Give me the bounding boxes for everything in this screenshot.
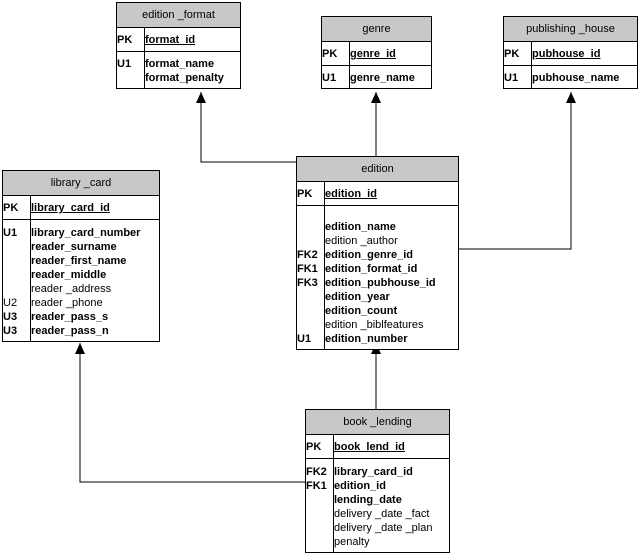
attributes-row: U1 format_name format_penalty: [117, 52, 240, 88]
attribute-name: edition_genre_id: [325, 249, 414, 261]
edition-format-arrowhead: [196, 92, 206, 103]
attribute-key: U1: [117, 58, 132, 70]
attribute-name: edition _author: [325, 235, 398, 247]
attribute-name: edition_count: [325, 305, 398, 317]
attribute-key: FK1: [306, 480, 327, 492]
attribute-key: U1: [322, 72, 337, 84]
edition-format-table[interactable]: edition _format PK format_id U1 format_n…: [116, 2, 241, 89]
pk-label: PK: [3, 202, 19, 214]
attribute-key: U3: [3, 325, 18, 337]
lending-to-card-link: [79, 343, 305, 483]
attribute-name: library_card_number: [31, 227, 141, 239]
card-arrowhead: [75, 343, 85, 354]
attribute-key: FK1: [297, 263, 318, 275]
table-header: library _card: [3, 171, 159, 196]
pk-row: PK pubhouse_id: [504, 42, 637, 66]
publishing-house-table[interactable]: publishing _house PK pubhouse_id U1 pubh…: [503, 16, 638, 89]
pk-column: library_card_id: [31, 202, 110, 214]
pk-column: edition_id: [325, 188, 377, 200]
attribute-key: FK3: [297, 277, 318, 289]
attribute-key: [3, 240, 30, 254]
attribute-name: penalty: [334, 536, 370, 548]
attribute-key: FK2: [297, 249, 318, 261]
attribute-name: reader_pass_s: [31, 311, 109, 323]
attribute-key: FK2: [306, 466, 327, 478]
table-header: genre: [322, 17, 431, 42]
pk-column: pubhouse_id: [532, 48, 601, 60]
genre-table[interactable]: genre PK genre_id U1 genre_name: [321, 16, 432, 89]
attribute-key: U1: [297, 333, 312, 345]
attribute-name: edition_name: [325, 221, 396, 233]
table-header: publishing _house: [504, 17, 637, 42]
table-header: edition: [297, 157, 458, 182]
pk-column: book_lend_id: [334, 441, 405, 453]
attribute-name: format_name: [145, 58, 215, 70]
attribute-key: U2: [3, 297, 18, 309]
attribute-name: reader _phone: [31, 297, 103, 309]
attributes-row: U1 pubhouse_name: [504, 66, 637, 88]
attribute-name: library_card_id: [334, 466, 413, 478]
pk-column: genre_id: [350, 48, 396, 60]
pk-row: PK book_lend_id: [306, 435, 449, 459]
edition-to-format-link: [200, 92, 296, 163]
attributes-row: U1 genre_name: [322, 66, 431, 88]
attribute-name: lending_date: [334, 494, 402, 506]
attribute-name: edition_number: [325, 333, 408, 345]
attribute-key: [306, 493, 333, 507]
attribute-key: [306, 535, 333, 549]
table-header: book _lending: [306, 410, 449, 435]
attribute-key: [3, 254, 30, 268]
attribute-name: delivery _date _fact: [334, 508, 430, 520]
attribute-name: edition _biblfeatures: [325, 319, 424, 331]
attribute-key: U1: [3, 227, 18, 239]
attribute-name: edition_pubhouse_id: [325, 277, 436, 289]
attribute-key: [297, 290, 324, 304]
attribute-name: reader_first_name: [31, 255, 127, 267]
pk-label: PK: [306, 441, 322, 453]
attribute-key: [306, 507, 333, 521]
table-header: edition _format: [117, 3, 240, 28]
attribute-name: genre_name: [350, 72, 415, 84]
attribute-name: edition_id: [334, 480, 386, 492]
pk-label: PK: [504, 48, 520, 60]
attribute-name: reader_pass_n: [31, 325, 109, 337]
attribute-name: edition_format_id: [325, 263, 418, 275]
attribute-name: reader_surname: [31, 241, 117, 253]
attribute-name: edition_year: [325, 291, 390, 303]
attribute-name: reader _address: [31, 283, 112, 295]
attribute-key: U3: [3, 311, 18, 323]
pk-label: PK: [297, 188, 313, 200]
attribute-name: reader_middle: [31, 269, 107, 281]
edition-to-pubhouse-link: [458, 92, 572, 250]
pk-label: PK: [322, 48, 338, 60]
attribute-name: format_penalty: [145, 72, 224, 84]
attribute-key: [3, 268, 30, 282]
pk-row: PK edition_id: [297, 182, 458, 206]
attribute-key: [297, 304, 324, 318]
genre-arrowhead: [371, 92, 381, 103]
pubhouse-arrowhead: [566, 92, 576, 103]
attribute-key: [297, 234, 324, 248]
pk-row: PK genre_id: [322, 42, 431, 66]
attribute-key: [3, 282, 30, 296]
attribute-name: delivery _date _plan: [334, 522, 433, 534]
pk-column: format_id: [145, 34, 196, 46]
pk-row: PK format_id: [117, 28, 240, 52]
attribute-key: U1: [504, 72, 519, 84]
attribute-key: [117, 71, 144, 85]
pk-label: PK: [117, 34, 133, 46]
attribute-key: [306, 521, 333, 535]
attribute-key: [297, 220, 324, 234]
pk-row: PK library_card_id: [3, 196, 159, 220]
attribute-name: pubhouse_name: [532, 72, 620, 84]
attribute-key: [297, 318, 324, 332]
